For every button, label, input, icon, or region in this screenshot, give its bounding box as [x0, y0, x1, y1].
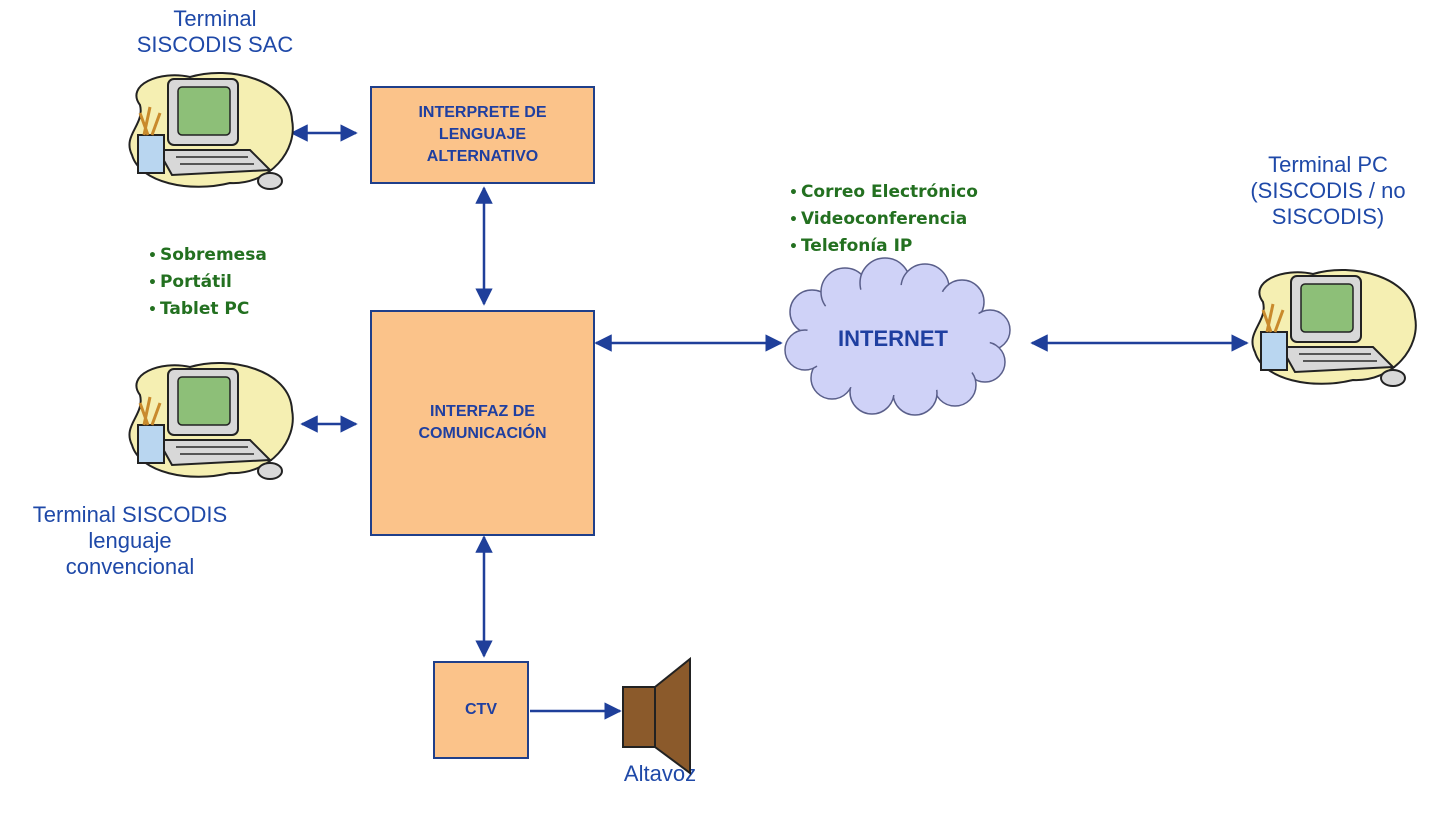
- internet-service-item: •Videoconferencia: [789, 209, 968, 229]
- computer-icon: [1251, 269, 1417, 387]
- computer-icon: [128, 72, 294, 190]
- speaker-icon: [622, 656, 691, 775]
- conventional-terminal-label-line1: Terminal SISCODIS: [32, 502, 228, 527]
- internet-services-list: •Correo Electrónico •Videoconferencia •T…: [789, 179, 978, 260]
- interface-box: INTERFAZ DE COMUNICACIÓN: [370, 310, 595, 536]
- interpreter-box-line3: ALTERNATIVO: [426, 148, 539, 165]
- ctv-box: CTV: [433, 661, 529, 759]
- internet-service-item: •Correo Electrónico: [789, 182, 978, 202]
- device-type-item: •Tablet PC: [148, 299, 250, 319]
- conventional-terminal-label-line2: lenguaje: [88, 528, 172, 553]
- conventional-terminal-label-line3: convencional: [65, 554, 195, 579]
- interface-box-line2: COMUNICACIÓN: [418, 425, 547, 442]
- sac-terminal-label-line1: Terminal: [173, 6, 257, 31]
- device-types-list: •Sobremesa •Portátil •Tablet PC: [148, 242, 267, 323]
- ctv-box-text: CTV: [465, 701, 497, 718]
- sac-terminal-label-line2: SISCODIS SAC: [136, 32, 294, 57]
- pc-terminal-label-line1: Terminal PC: [1268, 152, 1388, 177]
- device-type-item: •Sobremesa: [148, 245, 267, 265]
- interpreter-box-line2: LENGUAJE: [438, 126, 527, 143]
- pc-terminal-label-line3: SISCODIS): [1271, 204, 1385, 229]
- interpreter-box-line1: INTERPRETE DE: [418, 104, 547, 121]
- computer-icon: [128, 362, 294, 480]
- device-type-item: •Portátil: [148, 272, 232, 292]
- sac-terminal-label: Terminal SISCODIS SAC: [135, 6, 295, 58]
- pc-terminal-label: Terminal PC (SISCODIS / no SISCODIS): [1228, 152, 1428, 230]
- conventional-terminal-label: Terminal SISCODIS lenguaje convencional: [5, 502, 255, 580]
- interpreter-box: INTERPRETE DE LENGUAJE ALTERNATIVO: [370, 86, 595, 184]
- interface-box-line1: INTERFAZ DE: [430, 403, 535, 420]
- pc-terminal-label-line2: (SISCODIS / no: [1250, 178, 1406, 203]
- internet-cloud-label: INTERNET: [838, 326, 948, 351]
- internet-service-item: •Telefonía IP: [789, 236, 913, 256]
